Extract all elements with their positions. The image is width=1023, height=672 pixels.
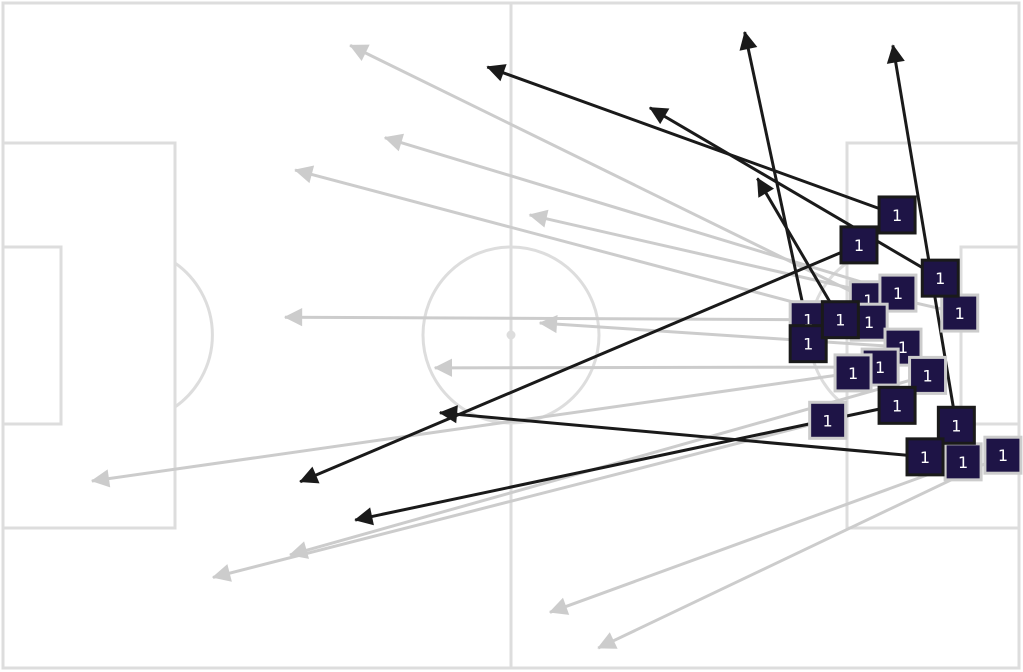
marker-label: 1 <box>920 448 930 467</box>
pass-arrow-complete <box>756 177 842 321</box>
pass-arrow-incomplete <box>548 460 964 615</box>
marker-label: 1 <box>893 284 903 303</box>
marker-square <box>808 400 848 440</box>
marker-label: 1 <box>935 269 945 288</box>
pass-arrow-incomplete <box>283 308 809 327</box>
pass-origin-marker: 1 <box>920 258 960 298</box>
pass-origin-marker: 1 <box>943 442 983 482</box>
pass-origin-marker: 1 <box>839 225 879 265</box>
pass-origin-marker: 1 <box>820 300 860 340</box>
marker-label: 1 <box>803 311 813 330</box>
marker-label: 1 <box>823 411 833 430</box>
pass-arrow-incomplete <box>90 371 854 488</box>
pass-origin-marker: 1 <box>936 405 976 445</box>
left-penalty-box <box>1 141 177 530</box>
marker-label: 1 <box>875 358 885 377</box>
pass-arrow-complete <box>739 31 810 330</box>
pass-arrow-incomplete <box>597 453 1004 650</box>
pass-arrow-incomplete <box>433 358 881 377</box>
marker-square <box>788 324 828 364</box>
pass-arrow-complete <box>438 405 926 459</box>
pass-arrow-incomplete <box>294 165 870 324</box>
pass-origin-marker: 1 <box>908 355 948 395</box>
marker-square <box>877 385 917 425</box>
marker-label: 1 <box>848 364 858 383</box>
marker-square <box>983 435 1023 475</box>
marker-label: 1 <box>998 446 1008 465</box>
left-penalty-arc <box>174 261 214 409</box>
marker-label: 1 <box>951 416 961 435</box>
pass-arrow-complete <box>486 64 898 217</box>
pass-origin-marker: 1 <box>833 353 873 393</box>
marker-label: 1 <box>854 236 864 255</box>
marker-label: 1 <box>803 335 813 354</box>
pass-origin-marker: 1 <box>877 385 917 425</box>
marker-square <box>839 225 879 265</box>
pass-arrow-complete <box>354 403 898 526</box>
center-circle <box>421 245 601 425</box>
pass-arrow-incomplete <box>211 418 829 582</box>
marker-square <box>936 405 976 445</box>
center-spot <box>506 330 516 340</box>
marker-label: 1 <box>955 304 965 323</box>
marker-square <box>920 258 960 298</box>
marker-label: 1 <box>892 396 902 415</box>
pass-arrow-complete <box>649 106 942 280</box>
marker-label: 1 <box>892 206 902 225</box>
marker-label: 1 <box>835 311 845 330</box>
pass-arrow-incomplete <box>538 314 904 349</box>
marker-label: 1 <box>863 291 873 310</box>
pass-origin-marker: 1 <box>788 324 828 364</box>
pass-arrow-incomplete <box>383 133 899 295</box>
marker-square <box>908 355 948 395</box>
pass-origin-marker: 1 <box>940 293 980 333</box>
pass-origin-marker: 1 <box>877 195 917 235</box>
marker-label: 1 <box>922 366 932 385</box>
pass-origin-marker: 1 <box>905 437 945 477</box>
left-six-yard-box <box>1 245 63 426</box>
marker-square <box>820 300 860 340</box>
pass-origin-marker: 1 <box>983 435 1023 475</box>
marker-square <box>905 437 945 477</box>
marker-square <box>877 195 917 235</box>
marker-label: 1 <box>958 453 968 472</box>
marker-square <box>833 353 873 393</box>
marker-label: 1 <box>898 338 908 357</box>
marker-label: 1 <box>864 313 874 332</box>
right-six-yard-box <box>959 245 1021 426</box>
pass-origin-marker: 1 <box>808 400 848 440</box>
pass-arrow-complete <box>299 243 860 484</box>
